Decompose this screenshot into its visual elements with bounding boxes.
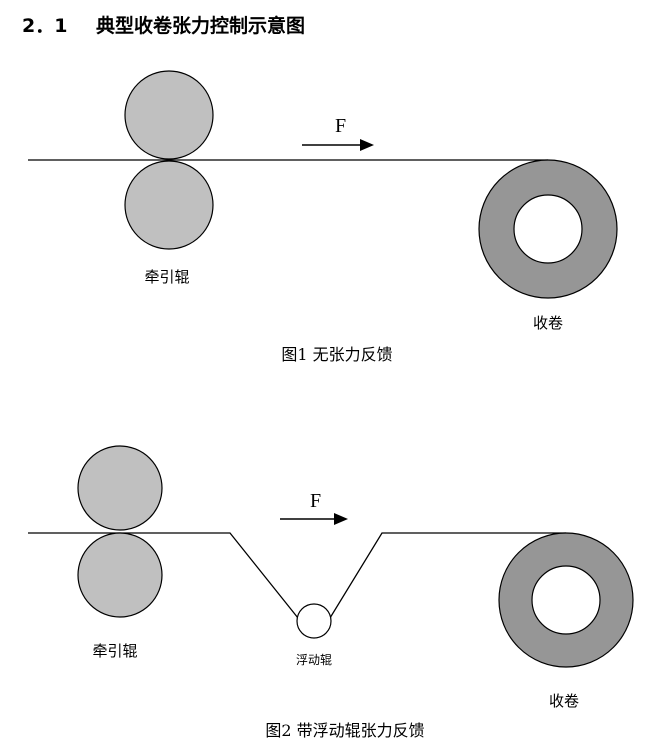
section-title: 典型收卷张力控制示意图 xyxy=(96,14,305,37)
figure-1-no-tension-feedback: 牵引辊 F 收卷 图1 无张力反馈 xyxy=(28,70,618,364)
force-arrow: F xyxy=(302,115,374,151)
traction-roller-bottom xyxy=(77,532,163,618)
force-arrow-head xyxy=(360,139,374,151)
traction-roller-label: 牵引辊 xyxy=(144,268,189,286)
figure-2-floating-roller-feedback: 牵引辊 浮动辊 F 收卷 图2 带浮动辊张力反馈 xyxy=(28,445,634,740)
traction-roller-top xyxy=(77,445,163,531)
floating-roller-label: 浮动辊 xyxy=(296,653,332,667)
traction-roller-top xyxy=(124,70,214,160)
force-label: F xyxy=(310,490,321,512)
section-heading: 2．1 典型收卷张力控制示意图 xyxy=(22,14,305,37)
force-label: F xyxy=(335,115,346,137)
force-arrow: F xyxy=(280,490,348,525)
winding-reel-label: 收卷 xyxy=(533,314,563,332)
figure-2-caption: 图2 带浮动辊张力反馈 xyxy=(265,721,424,740)
traction-roller-label: 牵引辊 xyxy=(92,642,137,660)
figure-1-caption: 图1 无张力反馈 xyxy=(281,345,392,364)
winding-reel-core xyxy=(531,565,601,635)
winding-reel-core xyxy=(513,194,583,264)
section-number: 2．1 xyxy=(22,15,67,37)
traction-roller-bottom xyxy=(124,160,214,250)
force-arrow-head xyxy=(334,513,348,525)
floating-roller xyxy=(296,603,332,639)
winding-reel-label: 收卷 xyxy=(549,692,579,710)
